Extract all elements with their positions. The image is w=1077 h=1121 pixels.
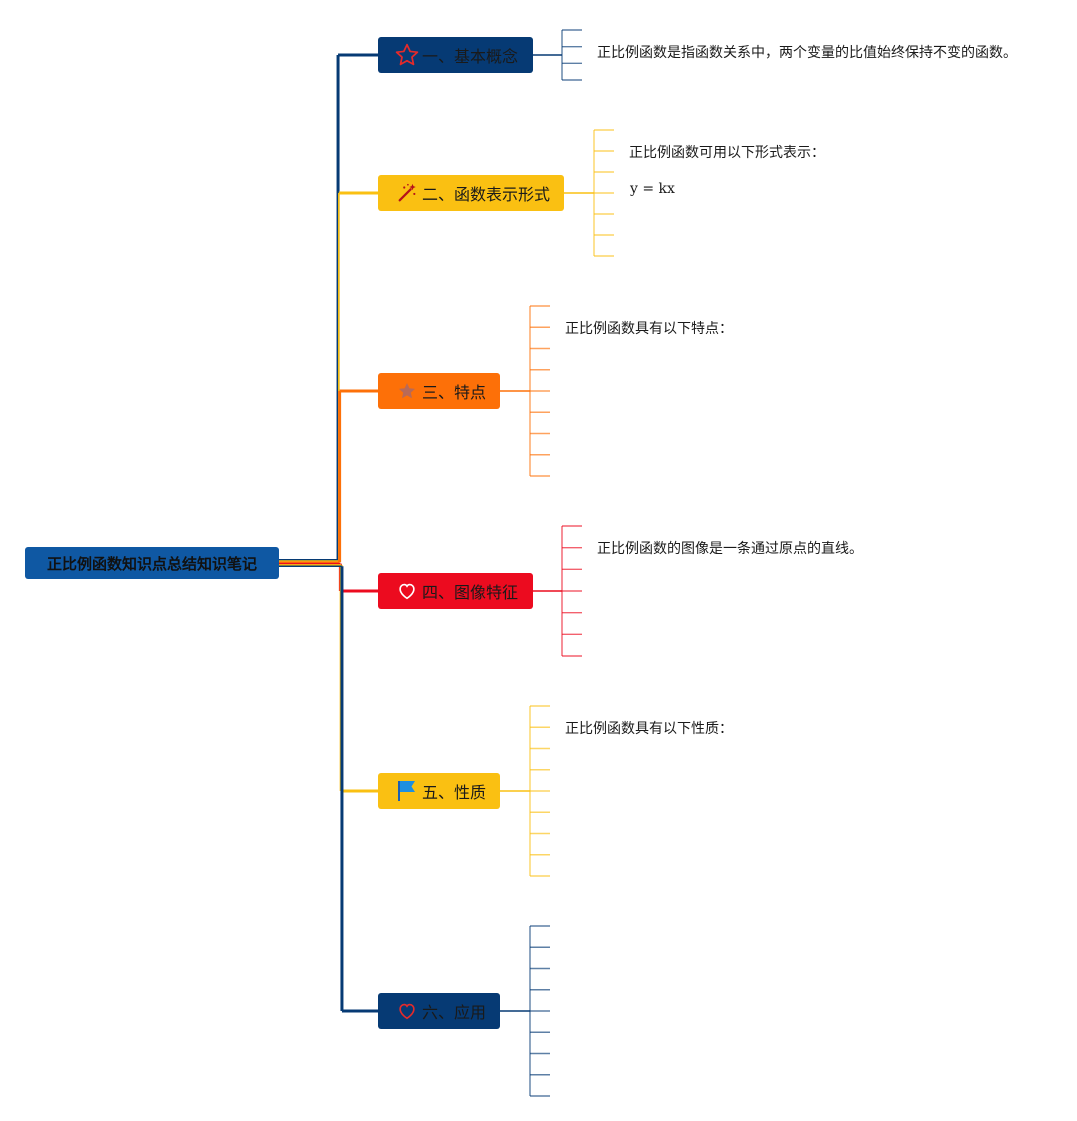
branch-label: 五、性质 [422,783,487,802]
branch-graph-features[interactable]: 四、图像特征 [378,573,533,609]
branch-applications[interactable]: 六、应用 [378,993,500,1029]
note-properties: 正比例函数具有以下性质： [565,721,733,737]
branch-label: 三、特点 [422,383,487,402]
heart-outline-icon [394,578,420,604]
flag-icon [394,778,420,804]
branch-properties[interactable]: 五、性质 [378,773,500,809]
branch-basic-concept[interactable]: 一、基本概念 [378,37,533,73]
branch-label: 一、基本概念 [422,47,519,66]
note-basic-concept: 正比例函数是指函数关系中，两个变量的比值始终保持不变的函数。 [597,45,1017,61]
note-graph-features: 正比例函数的图像是一条通过原点的直线。 [597,541,863,557]
root-topic[interactable]: 正比例函数知识点总结知识笔记 [25,547,279,579]
heart-outline-icon [394,998,420,1024]
note-characteristics: 正比例函数具有以下特点： [565,321,733,337]
note-form-intro: 正比例函数可用以下形式表示： [629,145,825,161]
branch-label: 四、图像特征 [422,583,519,602]
star-filled-icon [394,378,420,404]
star-outline-icon [394,42,420,68]
branch-function-form[interactable]: 二、函数表示形式 [378,175,564,211]
note-formula: y = kx [630,181,675,197]
branch-label: 六、应用 [422,1003,487,1022]
branch-label: 二、函数表示形式 [422,185,551,204]
root-title: 正比例函数知识点总结知识笔记 [46,554,257,573]
branch-characteristics[interactable]: 三、特点 [378,373,500,409]
magic-wand-icon [394,180,420,206]
